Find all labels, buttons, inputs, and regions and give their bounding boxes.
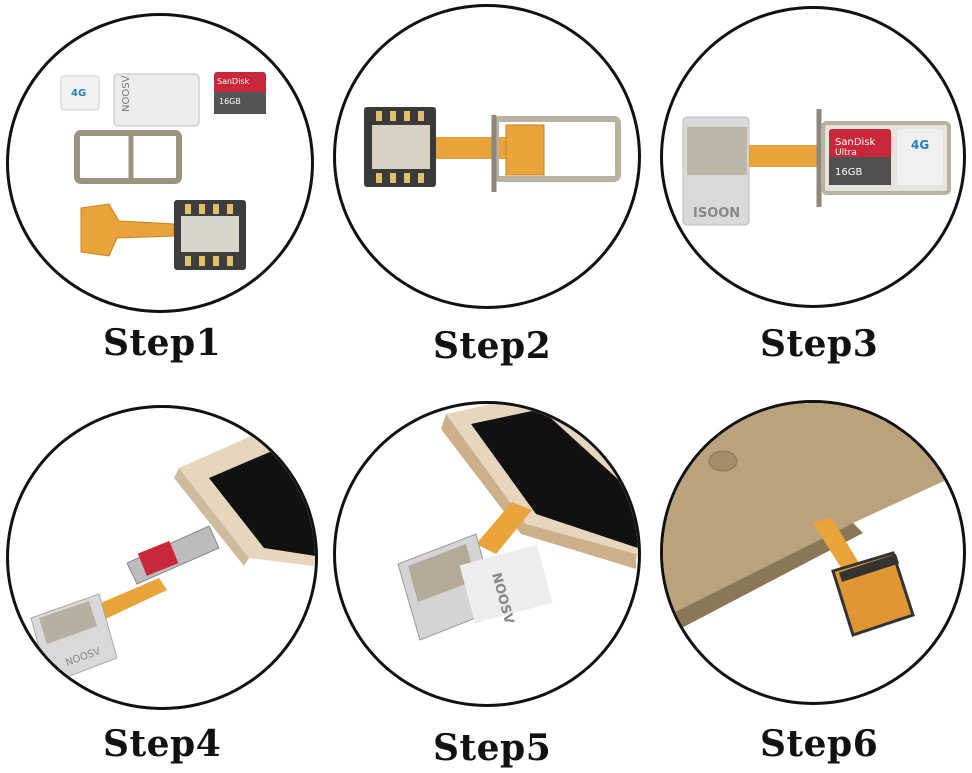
smartphone [174,428,315,567]
sim-brand-mirrored: ISOON [693,206,740,221]
sd-brand-label: SanDisk [835,137,876,148]
sim-tray [74,130,182,184]
sim-in-adapter: ISOON [682,116,750,226]
smartphone [441,404,638,569]
sim-tray-inserted [126,525,220,585]
step4-illustration: NOOSV [6,405,318,710]
sim-brand-label: NOOSV [121,75,132,112]
sd-capacity-label: 16GB [219,97,241,106]
micro-sim-card: NOOSV [113,73,200,127]
sim-adapter-socket [364,107,436,187]
step-label-5: Step5 [433,727,552,769]
sim-adapter [831,551,915,637]
step2-illustration [333,4,641,309]
sim-adapter: NOOSV [397,533,553,641]
step-label-6: Step6 [760,723,879,765]
nano-sim-card: 4G [60,75,100,111]
step6-illustration [660,400,966,705]
smartphone-back [663,403,963,638]
flex-cable [476,502,532,554]
step-label-3: Step3 [760,323,879,365]
sim-network-label: 4G [71,88,86,99]
step-label-4: Step4 [103,723,222,765]
sd-brand-label: SanDisk [217,77,250,86]
step1-illustration: 4G NOOSV SanDisk 16GB [6,13,314,313]
sim-network-label: 4G [911,138,929,152]
flex-cable [749,145,819,167]
step3-illustration: ISOON SanDisk Ultra 16GB 4G [660,6,966,308]
flex-cable [436,137,506,159]
sim-tray-loaded: SanDisk Ultra 16GB 4G [816,109,951,207]
flex-cable [89,578,167,622]
sim-tray-with-adapter [491,115,621,192]
step-label-1: Step1 [103,322,222,364]
step5-illustration: NOOSV [333,401,641,707]
flex-cable [813,517,859,571]
flex-cable-adapter [80,200,246,270]
step-label-2: Step2 [433,325,552,367]
sim-adapter: NOOSV [30,593,118,685]
sd-card: SanDisk 16GB [214,72,266,114]
sd-model-label: Ultra [835,148,857,158]
sd-capacity-label: 16GB [835,167,862,178]
